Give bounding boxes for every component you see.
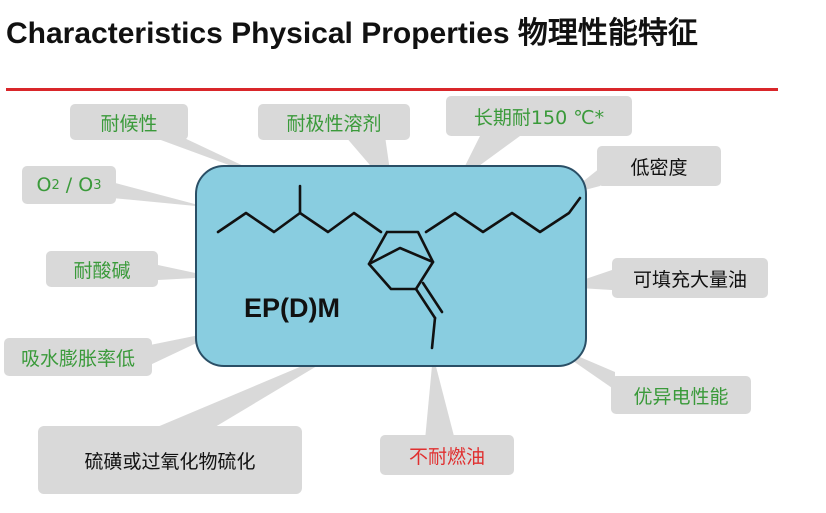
page-title: Characteristics Physical Properties 物理性能… [6, 17, 698, 50]
exo-double-bond-b [421, 281, 444, 314]
label-heat-resistance: 长期耐150 ℃* [473, 106, 605, 129]
callout-boxes [4, 96, 768, 494]
label-low-density: 低密度 [630, 156, 688, 179]
label-electrical-properties: 优异电性能 [633, 385, 729, 408]
exo-double-bond-a [414, 287, 437, 320]
pointer-fuel [425, 355, 455, 440]
ozone-o2-sub: 2 [51, 177, 60, 193]
epdm-molecule [216, 184, 582, 350]
title-divider [6, 88, 778, 91]
norbornane-bridge [367, 246, 435, 266]
ozone-separator: / O [59, 174, 94, 196]
box-fuel [380, 435, 514, 475]
epdm-label: EP(D)M [244, 293, 340, 323]
box-low-density [597, 146, 721, 186]
label-acid-alkali-resistance: 耐酸碱 [73, 259, 131, 282]
box-ozone [22, 166, 116, 204]
box-polar-solvents [258, 104, 410, 140]
label-vulcanization: 硫磺或过氧化物硫化 [84, 450, 256, 473]
ozone-o3-sub: 3 [93, 177, 102, 193]
ethylidene-methyl [430, 316, 437, 350]
box-low-swelling [4, 338, 152, 376]
box-vulcanization [38, 426, 302, 494]
box-heat [446, 96, 632, 136]
label-fuel-nonresistant: 不耐燃油 [408, 445, 485, 468]
label-weather-resistance: 耐候性 [100, 112, 158, 135]
label-oil-extension: 可填充大量油 [632, 268, 747, 291]
box-oil-extension [612, 258, 768, 298]
ozone-o2-main: O [36, 174, 52, 196]
box-weather [70, 104, 188, 140]
label-polar-solvent-resistance: 耐极性溶剂 [286, 112, 382, 135]
box-electrical [611, 376, 751, 414]
label-low-water-swelling: 吸水膨胀率低 [20, 347, 135, 370]
pointer-ozone [104, 180, 206, 207]
right-chain [424, 196, 582, 234]
box-acid-alkali [46, 251, 158, 287]
epdm-core-block [195, 165, 587, 367]
